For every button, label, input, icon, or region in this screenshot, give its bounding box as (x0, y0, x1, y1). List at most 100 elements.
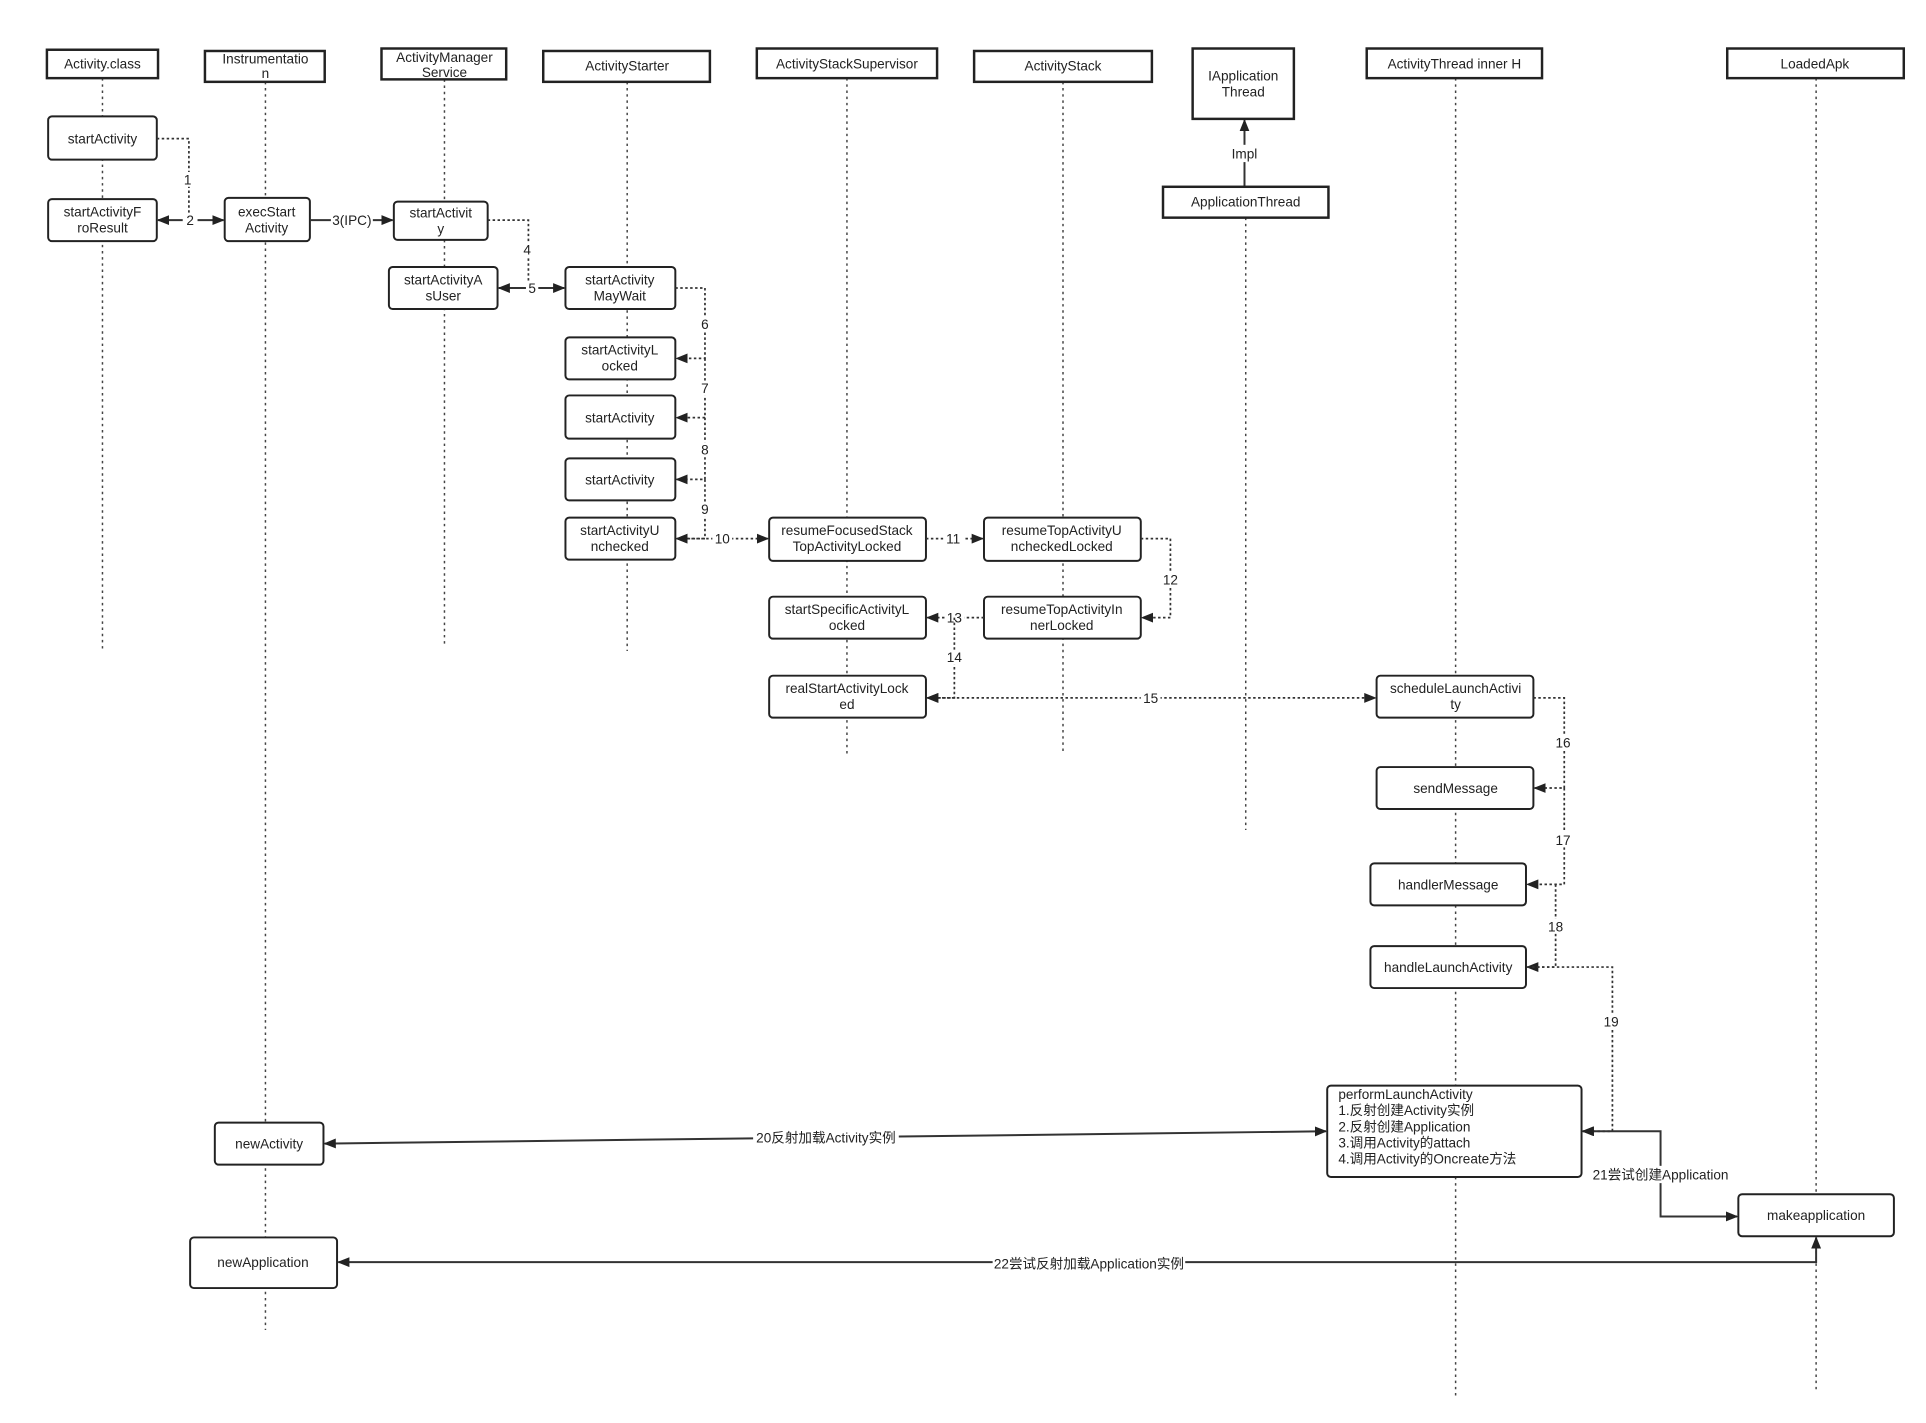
box-starter-start-activity-1: startActivity (564, 394, 677, 440)
box-resume-top-inner: resumeTopActivityIn nerLocked (983, 595, 1142, 640)
box-make-application: makeapplication (1737, 1193, 1895, 1238)
header-activity-stack: ActivityStack (972, 49, 1154, 84)
box-handler-message: handlerMessage (1369, 862, 1527, 907)
box-label: execStart (238, 204, 296, 219)
header-label: ActivityStarter (585, 59, 669, 74)
header-label: IApplication (1208, 69, 1278, 84)
header-activity-manager-service: ActivityManager Service (380, 47, 508, 81)
message-label: 15 (1143, 691, 1158, 706)
header-label: Instrumentatio (222, 51, 308, 66)
message-label: 19 (1604, 1014, 1619, 1029)
header-label: Service (422, 65, 467, 80)
box-label: makeapplication (1767, 1208, 1865, 1223)
message-label: 17 (1555, 833, 1570, 848)
message-18: 18 (1525, 884, 1566, 973)
box-start-activity: startActivity (47, 115, 158, 161)
box-label: startActivity (585, 472, 655, 487)
box-label: ed (839, 697, 854, 712)
message-label: 18 (1548, 919, 1563, 934)
box-ams-start-activity: startActivit y (392, 200, 489, 241)
box-label: nchecked (591, 539, 649, 554)
box-start-activity-unchecked: startActivityU nchecked (564, 516, 677, 561)
box-exec-start-activity: execStart Activity (223, 196, 311, 243)
box-start-activity-for-result: startActivityF roResult (47, 198, 158, 243)
box-start-activity-as-user: startActivityA sUser (387, 266, 499, 311)
header-label: ActivityManager (396, 50, 493, 65)
message-3-ipc: 3(IPC) (309, 212, 394, 228)
box-label: TopActivityLocked (793, 539, 902, 554)
box-new-application: newApplication (189, 1236, 339, 1290)
box-schedule-launch: scheduleLaunchActivi ty (1375, 674, 1535, 719)
message-2: 2 (156, 212, 225, 228)
box-label: 4.调用Activity的Oncreate方法 (1338, 1151, 1516, 1166)
message-7: 7 (675, 358, 714, 423)
box-label: ocked (602, 359, 638, 374)
message-20: 20反射加载Activity实例 (323, 1126, 1328, 1149)
message-label: 5 (528, 281, 536, 296)
box-label: ncheckedLocked (1011, 539, 1113, 554)
box-label: newApplication (217, 1255, 308, 1270)
header-label: ActivityThread inner H (1388, 56, 1522, 71)
box-label: handleLaunchActivity (1384, 960, 1513, 975)
box-label: MayWait (594, 288, 647, 303)
message-21: 21尝试创建Application (1581, 1126, 1739, 1222)
message-label: 22尝试反射加载Application实例 (994, 1256, 1184, 1271)
box-starter-start-activity-2: startActivity (564, 457, 677, 502)
box-start-activity-may-wait: startActivity MayWait (564, 266, 677, 311)
impl-relation: Impl (1227, 118, 1262, 187)
box-label: startActivity (585, 411, 655, 426)
header-label: n (262, 66, 270, 81)
box-label: startActivityA (404, 272, 483, 287)
header-label: Thread (1222, 85, 1265, 100)
message-14: 14 (925, 617, 965, 703)
box-label: startSpecificActivityL (785, 602, 910, 617)
header-label: LoadedApk (1781, 56, 1850, 71)
message-label: 21尝试创建Application (1593, 1167, 1729, 1182)
box-label: startActivity (68, 132, 138, 147)
box-real-start: realStartActivityLock ed (768, 674, 927, 719)
header-activity-stack-supervisor: ActivityStackSupervisor (755, 47, 939, 80)
box-start-specific: startSpecificActivityL ocked (768, 595, 927, 640)
message-label: 4 (523, 243, 531, 258)
box-label: resumeTopActivityIn (1001, 602, 1122, 617)
box-label: startActivityU (580, 523, 659, 538)
message-13: 13 (925, 610, 984, 626)
header-label: ActivityStack (1025, 59, 1102, 74)
box-resume-focused-stack: resumeFocusedStack TopActivityLocked (768, 516, 927, 562)
box-label: scheduleLaunchActivi (1390, 681, 1521, 696)
box-label: newActivity (235, 1137, 303, 1152)
box-label: 2.反射创建Application (1338, 1119, 1470, 1134)
box-label: performLaunchActivity (1338, 1087, 1473, 1102)
message-1: 1 (156, 137, 197, 221)
message-17: 17 (1525, 788, 1573, 890)
box-label: Activity (245, 220, 288, 235)
box-label: startActivityL (581, 343, 658, 358)
box-label: startActivity (585, 272, 655, 287)
message-label: 10 (715, 532, 731, 547)
box-label: resumeFocusedStack (781, 523, 913, 538)
box-perform-launch: performLaunchActivity 1.反射创建Activity实例 2… (1326, 1084, 1583, 1178)
header-label: ApplicationThread (1191, 195, 1300, 210)
box-label: nerLocked (1030, 618, 1093, 633)
message-label: 14 (947, 650, 963, 665)
message-label: 6 (701, 317, 709, 332)
message-label: 8 (701, 443, 709, 458)
message-label: 1 (184, 172, 192, 187)
impl-label: Impl (1232, 146, 1258, 161)
message-label: 12 (1163, 572, 1178, 587)
message-16: 16 (1533, 697, 1573, 793)
box-label: ty (1450, 697, 1461, 712)
header-loaded-apk: LoadedApk (1725, 47, 1906, 80)
box-label: realStartActivityLock (785, 681, 908, 696)
header-label: Activity.class (64, 56, 141, 71)
box-label: roResult (77, 220, 128, 235)
message-9: 9 (675, 479, 714, 544)
header-activity-starter: ActivityStarter (541, 49, 712, 84)
box-label: 3.调用Activity的attach (1338, 1135, 1470, 1150)
header-activity-thread-h: ActivityThread inner H (1365, 47, 1544, 80)
box-label: startActivityF (64, 204, 142, 219)
message-12: 12 (1140, 537, 1181, 623)
message-label: 3(IPC) (332, 213, 371, 228)
header-label: ActivityStackSupervisor (776, 56, 918, 71)
header-application-thread: ApplicationThread (1161, 185, 1330, 219)
